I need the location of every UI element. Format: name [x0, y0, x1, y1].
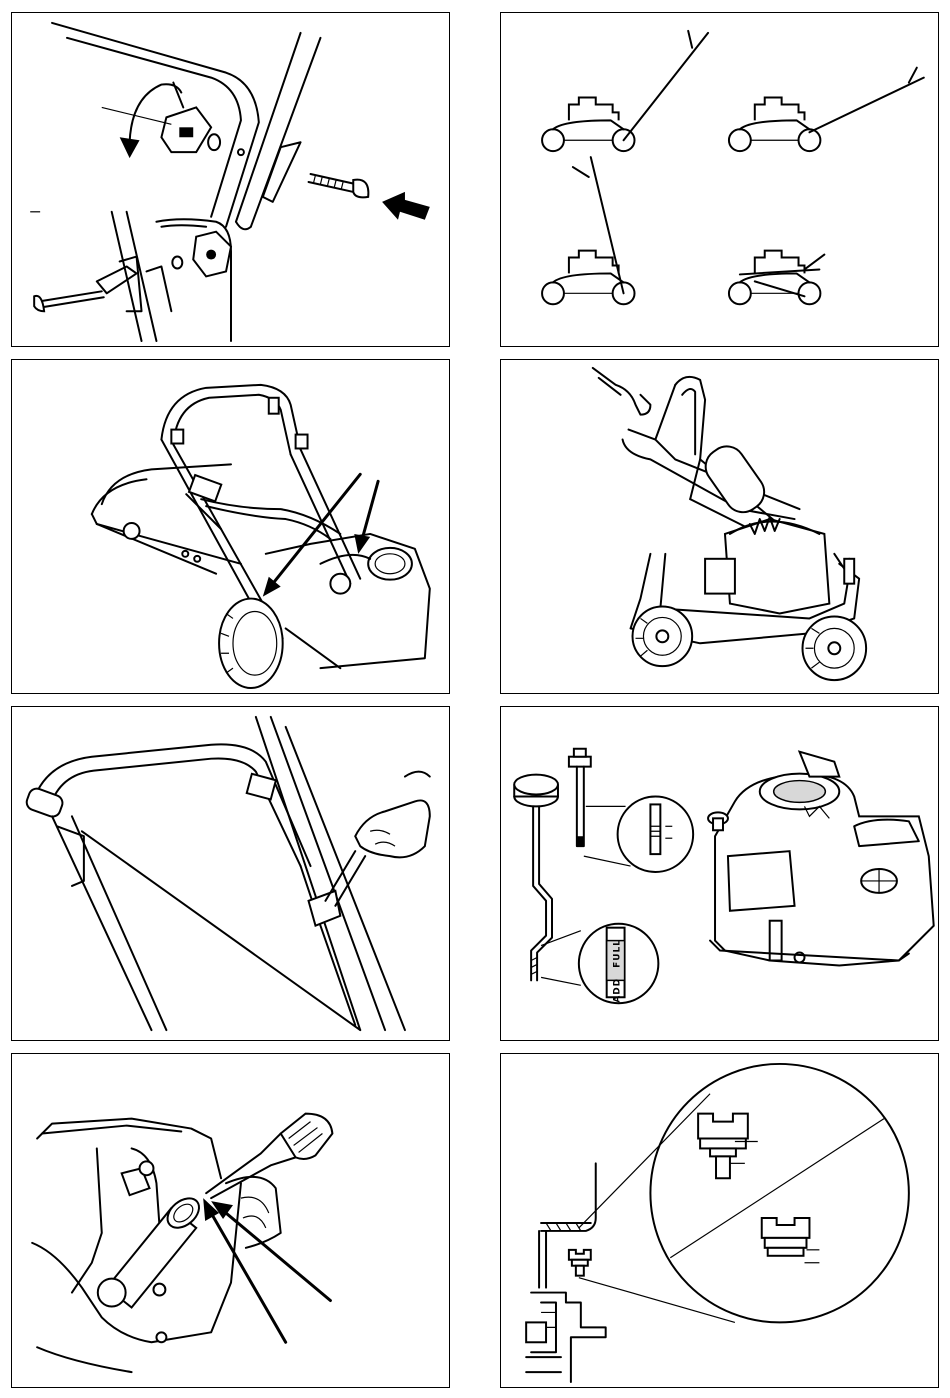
insert-arrow-icon [382, 192, 430, 220]
cable-routing-drawing [12, 360, 449, 693]
position-folded [729, 251, 824, 305]
dipstick-drawing: FULL ADD [501, 707, 938, 1040]
dipstick-full-label: FULL [613, 939, 623, 968]
position-upright [542, 157, 634, 304]
position-low [729, 68, 924, 151]
handle-fold-drawing [501, 360, 938, 693]
handle-clamp-drawing [12, 707, 449, 1040]
handle-bolt-drawing [12, 13, 449, 346]
drain-plug-drawing [501, 1054, 938, 1387]
panel-cable-routing [11, 359, 450, 694]
panel-handle-height-positions [500, 12, 939, 347]
panel-handle-bolt-assembly [11, 12, 450, 347]
dipstick-add-label: ADD [613, 978, 623, 1003]
panel-oil-dipstick-check: FULL ADD [500, 706, 939, 1041]
panel-oil-drain-plug [500, 1053, 939, 1388]
position-high-1 [542, 31, 708, 151]
panel-oil-filler-tube [11, 1053, 450, 1388]
panel-handle-adjust-clamp [11, 706, 450, 1041]
panel-handle-fold [500, 359, 939, 694]
handle-positions-drawing [501, 13, 938, 346]
drain-plug-magnifier [650, 1064, 908, 1322]
filler-tube-drawing [12, 1054, 449, 1387]
